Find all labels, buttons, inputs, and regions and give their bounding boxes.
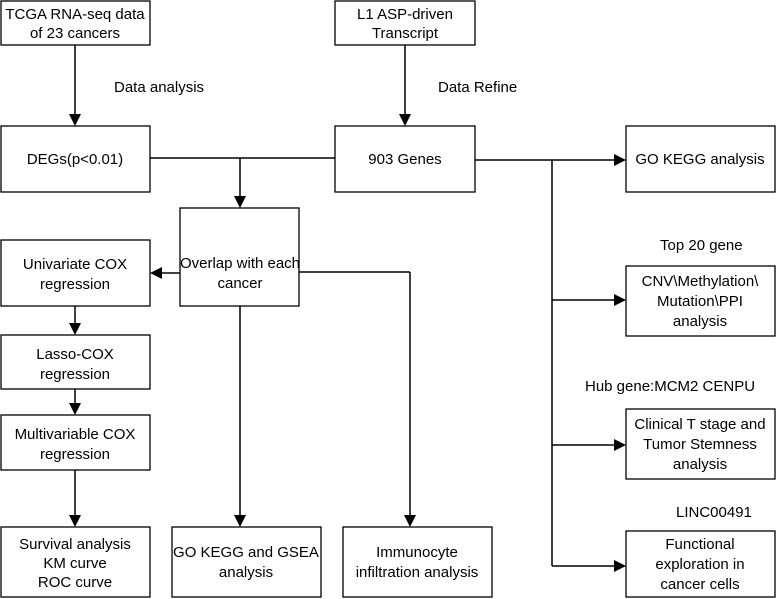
- box-immunocyte-line: Immunocyte: [376, 544, 458, 561]
- label-hub-gene: Hub gene:MCM2 CENPU: [585, 378, 755, 395]
- arrow-to-cnv: [614, 294, 626, 306]
- box-univariate-line: Univariate COX: [23, 256, 127, 273]
- box-survival-line: ROC curve: [38, 574, 112, 591]
- box-overlap: Overlap with each cancer: [179, 207, 300, 307]
- box-multivariable-line: Multivariable COX: [15, 426, 136, 443]
- box-multivariable-line: regression: [40, 446, 110, 463]
- box-go-kegg-gsea-line: analysis: [219, 564, 273, 581]
- arrow-to-survival: [69, 515, 81, 527]
- label-top-20-gene: Top 20 gene: [660, 237, 743, 254]
- label-data-analysis: Data analysis: [114, 79, 204, 96]
- box-degs-line: DEGs(p<0.01): [27, 151, 123, 168]
- box-survival-line: Survival analysis: [19, 536, 131, 553]
- box-immunocyte-line: infiltration analysis: [356, 564, 479, 581]
- box-lasso-line: regression: [40, 366, 110, 383]
- box-cnv-methylation: CNV\Methylation\ Mutation\PPI analysis: [625, 265, 776, 337]
- arrow-to-univariate: [150, 267, 162, 279]
- box-lasso: Lasso-COX regression: [0, 334, 151, 390]
- box-cnv-line: Mutation\PPI: [657, 293, 743, 310]
- box-l1-line: Transcript: [372, 25, 439, 42]
- box-univariate: Univariate COX regression: [0, 239, 151, 307]
- box-cnv-line: analysis: [673, 313, 727, 330]
- box-overlap-line: cancer: [217, 275, 262, 292]
- box-l1-line: L1 ASP-driven: [357, 6, 453, 23]
- box-survival-line: KM curve: [43, 555, 106, 572]
- box-multivariable: Multivariable COX regression: [0, 414, 151, 471]
- box-functional: Functional exploration in cancer cells: [625, 530, 776, 598]
- box-go-kegg-gsea-line: GO KEGG and GSEA: [173, 544, 319, 561]
- label-data-refine: Data Refine: [438, 79, 517, 96]
- box-903-genes-line: 903 Genes: [368, 151, 441, 168]
- box-cnv-line: CNV\Methylation\: [642, 273, 760, 290]
- box-clinical-line: analysis: [673, 456, 727, 473]
- arrow-to-go-kegg-gsea: [234, 515, 246, 527]
- label-linc00491: LINC00491: [676, 504, 752, 521]
- arrowheads: [69, 114, 626, 572]
- box-functional-line: Functional: [665, 536, 734, 553]
- box-overlap-line: Overlap with each: [180, 255, 300, 272]
- arrow-to-degs: [69, 114, 81, 126]
- box-univariate-line: regression: [40, 276, 110, 293]
- box-903-genes: 903 Genes: [334, 125, 476, 193]
- box-tcga-line: TCGA RNA-seq data: [5, 6, 145, 23]
- box-tcga-line: of 23 cancers: [30, 25, 120, 42]
- box-functional-line: exploration in: [655, 556, 744, 573]
- box-lasso-line: Lasso-COX: [36, 346, 114, 363]
- box-go-kegg-right: GO KEGG analysis: [625, 125, 776, 193]
- arrow-to-lasso: [69, 323, 81, 335]
- arrow-to-multivariable: [69, 403, 81, 415]
- box-clinical: Clinical T stage and Tumor Stemness anal…: [625, 408, 776, 480]
- arrow-to-genes: [399, 114, 411, 126]
- box-survival: Survival analysis KM curve ROC curve: [0, 526, 151, 598]
- box-l1-transcript: L1 ASP-driven Transcript: [334, 0, 476, 46]
- arrow-to-functional: [614, 560, 626, 572]
- box-go-kegg-right-line: GO KEGG analysis: [635, 151, 764, 168]
- box-tcga: TCGA RNA-seq data of 23 cancers: [0, 0, 151, 46]
- box-go-kegg-gsea: GO KEGG and GSEA analysis: [171, 526, 322, 598]
- arrow-to-immunocyte: [404, 515, 416, 527]
- box-immunocyte: Immunocyte infiltration analysis: [342, 526, 493, 598]
- box-degs: DEGs(p<0.01): [0, 125, 151, 193]
- arrow-to-clinical: [614, 439, 626, 451]
- connectors: [74, 45, 616, 567]
- box-clinical-line: Clinical T stage and: [634, 416, 765, 433]
- arrow-to-overlap: [234, 196, 246, 208]
- box-functional-line: cancer cells: [660, 576, 739, 593]
- box-clinical-line: Tumor Stemness: [643, 436, 757, 453]
- arrow-to-go-kegg: [614, 154, 626, 166]
